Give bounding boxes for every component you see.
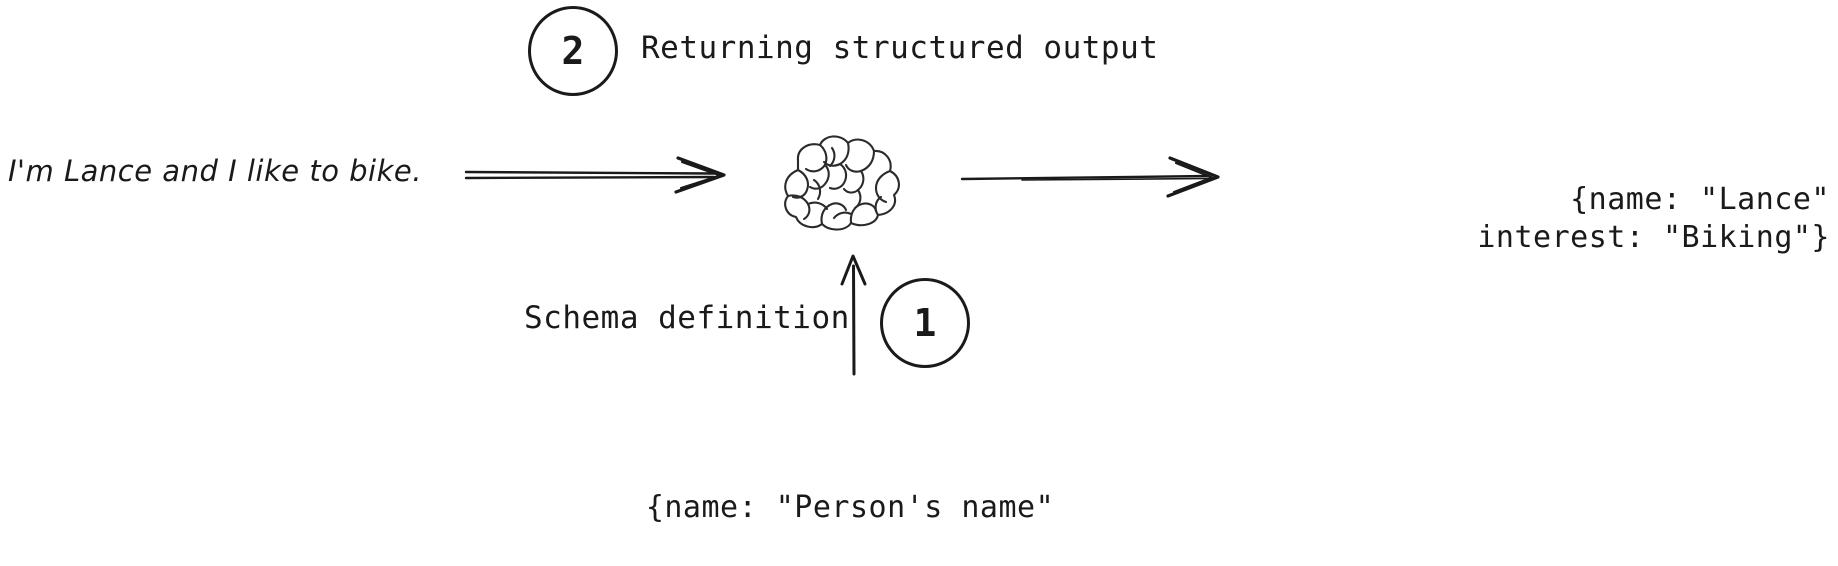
structured-output-line-1: {name: "Lance" [1570,182,1830,217]
input-utterance-text: I'm Lance and I like to bike. [8,154,422,188]
brain-icon [762,118,922,243]
schema-definition-text: {name: "Person's name" interest: "Person… [540,408,1160,566]
arrow-schema-to-model [840,254,867,376]
step-1-number: 1 [913,301,937,345]
schema-definition-line-1: {name: "Person's name" [645,490,1055,525]
arrow-input-to-model [464,156,726,194]
schema-definition-label: Schema definition [524,300,850,336]
structured-output-text: {name: "Lance" interest: "Biking"} [1240,143,1830,295]
structured-output-line-2: interest: "Biking"} [1477,220,1830,255]
step-2-number: 2 [561,29,585,73]
step-1-badge: 1 [880,278,970,368]
step-2-badge: 2 [528,6,618,96]
arrow-model-to-output [960,156,1220,198]
step-2-label: Returning structured output [641,30,1159,66]
